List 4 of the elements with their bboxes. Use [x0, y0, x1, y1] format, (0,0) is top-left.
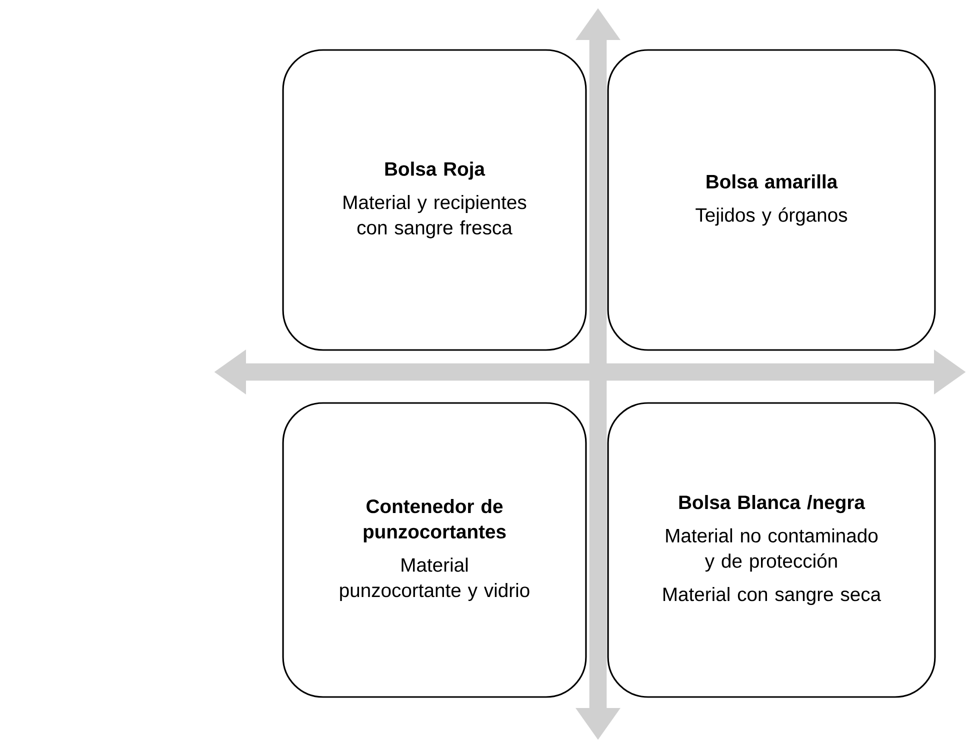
category-box: Bolsa Blanca /negra Material no contaminado y de protección Material con sangre seca: [607, 402, 936, 698]
category-box: Bolsa Roja Material y recipientes con sangre fresca: [282, 49, 587, 351]
category-box: Contenedor de punzocortantes Material punzocortante y vidrio: [282, 402, 587, 698]
category-box: Bolsa amarilla Tejidos y órganos: [607, 49, 936, 351]
